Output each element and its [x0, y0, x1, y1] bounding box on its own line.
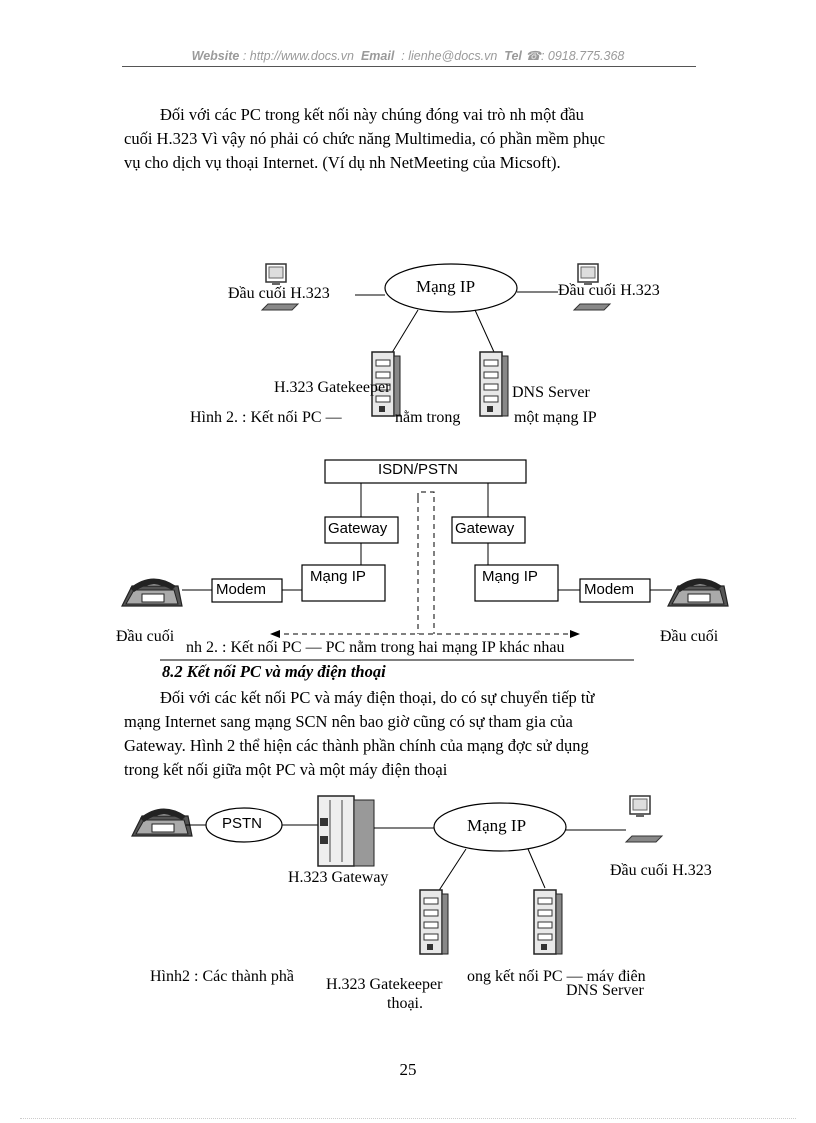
tel-label: Tel — [504, 49, 522, 63]
network-ellipse — [384, 263, 518, 313]
network-ellipse — [433, 802, 567, 852]
gateway-label: H.323 Gateway — [288, 869, 389, 886]
section-heading: 8.2 Kết nối PC và máy điện thoại — [162, 662, 386, 681]
modem-right-label: Modem — [584, 581, 635, 598]
footer-dotted-rule — [20, 1118, 796, 1119]
pc-icon — [625, 795, 663, 843]
gateway-box — [324, 516, 399, 544]
modem-left-label: Modem — [216, 581, 267, 598]
terminal-left-label: Đầu cuối — [116, 628, 175, 645]
section-line: trong kết nối giữa một PC và một máy điệ… — [124, 760, 448, 779]
intro-line: cuối H.323 Vì vậy nó phải có chức năng M… — [124, 129, 606, 148]
tel-number: : 0918.775.368 — [540, 49, 625, 63]
figure-1-caption: Hình 2. : Kết nối PC — — [190, 409, 342, 427]
email-label: Email — [360, 49, 395, 63]
figure-3-caption-tail: thoại. — [387, 995, 423, 1012]
terminal-right-label: Đầu cuối H.323 — [558, 282, 660, 299]
page-header: Website : http://www.docs.vn Email : lie… — [0, 48, 816, 63]
dashed-connection — [417, 491, 435, 634]
figure-1-caption-end: một mạng IP — [514, 409, 597, 426]
terminal-left-label: Đầu cuối H.323 — [228, 285, 330, 302]
figure-3-diagram — [131, 795, 663, 955]
network-box — [474, 564, 559, 602]
network-right-label: Mạng IP — [482, 568, 538, 585]
gatekeeper-label: H.323 Gatekeeper — [274, 379, 391, 396]
section-line: mạng Internet sang mạng SCN nên bao giờ … — [124, 712, 573, 731]
intro-line: Đối với các PC trong kết nối này chúng đ… — [160, 105, 584, 124]
caption-part: Hình 2. : Kết nối PC — — [190, 409, 342, 426]
network-label: Mạng IP — [416, 277, 476, 296]
dns-server-icon — [479, 351, 509, 417]
gateway-cabinet-icon — [317, 795, 375, 867]
telephone-icon — [121, 577, 183, 607]
telephone-icon — [667, 577, 729, 607]
terminal-right-label: Đầu cuối — [660, 628, 719, 645]
dns-server-label: DNS Server — [512, 384, 590, 401]
dns-server-icon — [533, 889, 563, 955]
website-url[interactable]: : http://www.docs.vn — [242, 49, 354, 63]
gateway-left-label: Gateway — [328, 520, 388, 537]
pstn-label: PSTN — [222, 815, 263, 832]
section-paragraph: Đối với các kết nối PC và máy điện thoại… — [124, 686, 692, 782]
gatekeeper-label: H.323 Gatekeeper — [326, 976, 443, 994]
figure-1-diagram — [261, 263, 611, 417]
network-box — [301, 564, 386, 602]
arrow-left-icon — [270, 630, 280, 638]
network-left-label: Mạng IP — [310, 568, 366, 585]
figure-1-caption-mid: nằm trong — [395, 409, 461, 426]
figure-2-caption: nh 2. : Kết nối PC — PC nằm trong hai mạ… — [186, 639, 565, 656]
section-line: Gateway. Hình 2 thể hiện các thành phần … — [124, 736, 589, 755]
section-line: Đối với các kết nối PC và máy điện thoại… — [160, 688, 595, 707]
dns-server-label: DNS Server — [566, 982, 644, 1000]
phone-icon: ☎ — [525, 49, 541, 63]
intro-line: vụ cho dịch vụ thoại Internet. (Ví dụ nh… — [124, 153, 561, 172]
telephone-icon — [131, 807, 193, 837]
page-number: 25 — [399, 1060, 417, 1079]
gatekeeper-server-icon — [419, 889, 449, 955]
gateway-right-label: Gateway — [455, 520, 515, 537]
website-label: Website — [191, 49, 240, 63]
arrow-right-icon — [570, 630, 580, 638]
terminal-label: Đầu cuối H.323 — [610, 862, 712, 879]
header-rule — [122, 66, 696, 67]
figure-2-diagram — [121, 459, 729, 661]
isdn-box — [324, 459, 527, 484]
network-label: Mạng IP — [467, 816, 527, 835]
figure-3-caption-start: Hình2 : Các thành phầ — [150, 968, 294, 985]
gateway-box — [451, 516, 526, 544]
email-address[interactable]: : lienhe@docs.vn — [401, 49, 498, 63]
isdn-label: ISDN/PSTN — [378, 461, 459, 478]
intro-paragraph: Đối với các PC trong kết nối này chúng đ… — [124, 103, 692, 175]
figure-3-caption-end: ong kết nối PC — máy điện — [467, 968, 646, 985]
